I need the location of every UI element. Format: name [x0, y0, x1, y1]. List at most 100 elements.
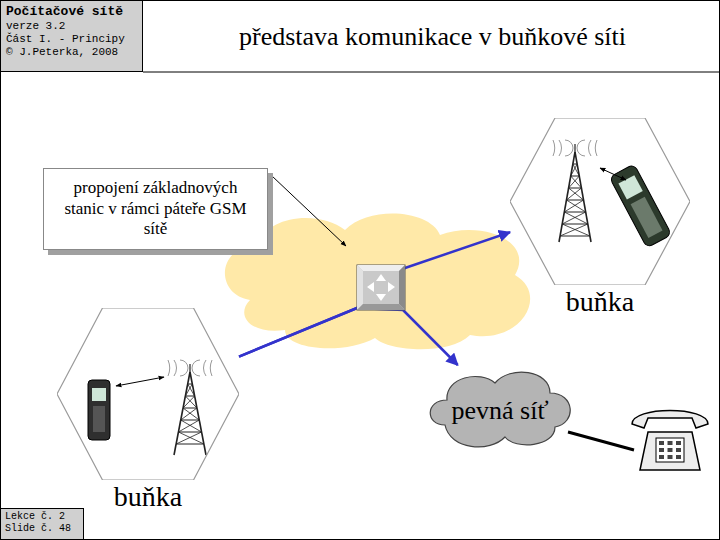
tower-strut	[185, 396, 197, 408]
box-text: Počítačové sítě	[6, 4, 137, 20]
box-text: verze 3.2	[6, 20, 137, 33]
tower-strut	[571, 176, 580, 177]
telephone-base	[640, 432, 700, 470]
radio-wave	[210, 360, 212, 376]
box-text: Lekce č. 2	[5, 511, 79, 523]
tower-strut	[183, 408, 199, 420]
tower-strut	[564, 212, 585, 213]
tower-strut	[178, 432, 201, 433]
radio-link	[116, 377, 164, 386]
switch-symbol	[357, 265, 405, 310]
cell-hexagon: buňka	[57, 308, 239, 480]
phone-wire	[568, 432, 634, 450]
antenna-tower	[553, 140, 597, 242]
radio-wave	[588, 140, 591, 156]
telephone-key	[659, 455, 664, 459]
tower-strut	[185, 396, 194, 397]
tower-strut	[560, 224, 588, 236]
radio-wave	[565, 140, 573, 156]
tower-strut	[569, 188, 582, 189]
telephone-key	[676, 441, 681, 445]
tower-strut	[181, 408, 197, 420]
header-rule	[143, 72, 720, 73]
box-text: propojení základnových stanic v rámci pá…	[52, 178, 259, 239]
hexagon-outline	[510, 118, 690, 285]
desk-telephone	[632, 411, 708, 471]
slide-title: představa komunikace v buňkové síti	[145, 22, 720, 52]
cell-label: buňka	[57, 482, 239, 513]
cell-ground	[510, 118, 690, 285]
tower-strut	[185, 384, 192, 396]
tower-strut	[562, 224, 588, 225]
phone-keypad	[631, 197, 663, 238]
switch-bevel	[399, 265, 405, 310]
telephone-keys	[659, 441, 681, 459]
radio-wave	[553, 140, 555, 156]
telephone-key	[676, 455, 681, 459]
box-text: Slide č. 48	[5, 523, 79, 535]
box-text: Část I. - Principy	[6, 33, 137, 46]
telephone-key	[676, 448, 681, 452]
cell-hexagon: buňka	[510, 118, 690, 285]
tower-strut	[571, 164, 577, 176]
tower-strut	[564, 212, 587, 224]
tower-strut	[176, 432, 201, 444]
radio-wave	[203, 360, 206, 376]
switch-bevel	[357, 265, 405, 271]
antenna-tower	[168, 360, 212, 455]
switch-arrow	[388, 282, 395, 292]
tower-strut	[183, 396, 195, 408]
radio-wave	[577, 140, 585, 156]
box-text: © J.Peterka, 2008	[6, 46, 137, 59]
tower-strut	[574, 144, 575, 152]
tower-strut	[566, 200, 585, 212]
cloud-shape	[430, 372, 570, 447]
tower-strut	[189, 364, 190, 372]
hexagon-border	[57, 308, 239, 480]
tower-strut	[181, 420, 202, 432]
switch-body	[357, 265, 405, 310]
callout-box: propojení základnových stanic v rámci pá…	[43, 168, 268, 250]
tower-strut	[560, 236, 590, 237]
tower-strut	[569, 188, 584, 200]
hexagon-border	[510, 118, 690, 285]
telephone-key	[659, 441, 664, 445]
switch-bevel	[357, 265, 363, 310]
phone-keypad	[93, 406, 105, 432]
tower-strut	[569, 176, 580, 188]
tower-strut	[183, 408, 197, 409]
header-box: Počítačové sítěverze 3.2Část I. - Princi…	[0, 0, 143, 72]
radio-wave	[168, 360, 170, 376]
mobile-phone	[88, 380, 110, 440]
radio-link	[600, 168, 626, 180]
radio-wave	[180, 360, 188, 376]
telephone-key	[659, 448, 664, 452]
link-arrow	[239, 308, 458, 365]
telephone-key	[668, 448, 673, 452]
tower-strut	[188, 384, 193, 385]
tower-strut	[566, 200, 583, 201]
phone-body	[88, 380, 110, 440]
link-arrow	[239, 232, 510, 356]
gsm-backbone-cloud	[225, 214, 530, 350]
switch-arrow	[367, 282, 374, 292]
radio-wave	[595, 140, 597, 156]
tower-strut	[178, 432, 203, 444]
tower-strut	[562, 212, 585, 224]
telephone-key	[668, 441, 673, 445]
slide-number-box: Lekce č. 2Slide č. 48	[0, 508, 84, 540]
tower-strut	[566, 188, 581, 200]
tower-strut	[564, 200, 583, 212]
tower-strut	[176, 444, 204, 445]
fixed-network-cloud: pevná síť	[425, 365, 575, 450]
radio-wave	[559, 140, 562, 156]
radio-wave	[192, 360, 200, 376]
hexagon-outline	[57, 308, 239, 480]
tower-strut	[562, 224, 590, 236]
phone-screen	[92, 388, 106, 401]
telephone-handset	[632, 411, 708, 429]
